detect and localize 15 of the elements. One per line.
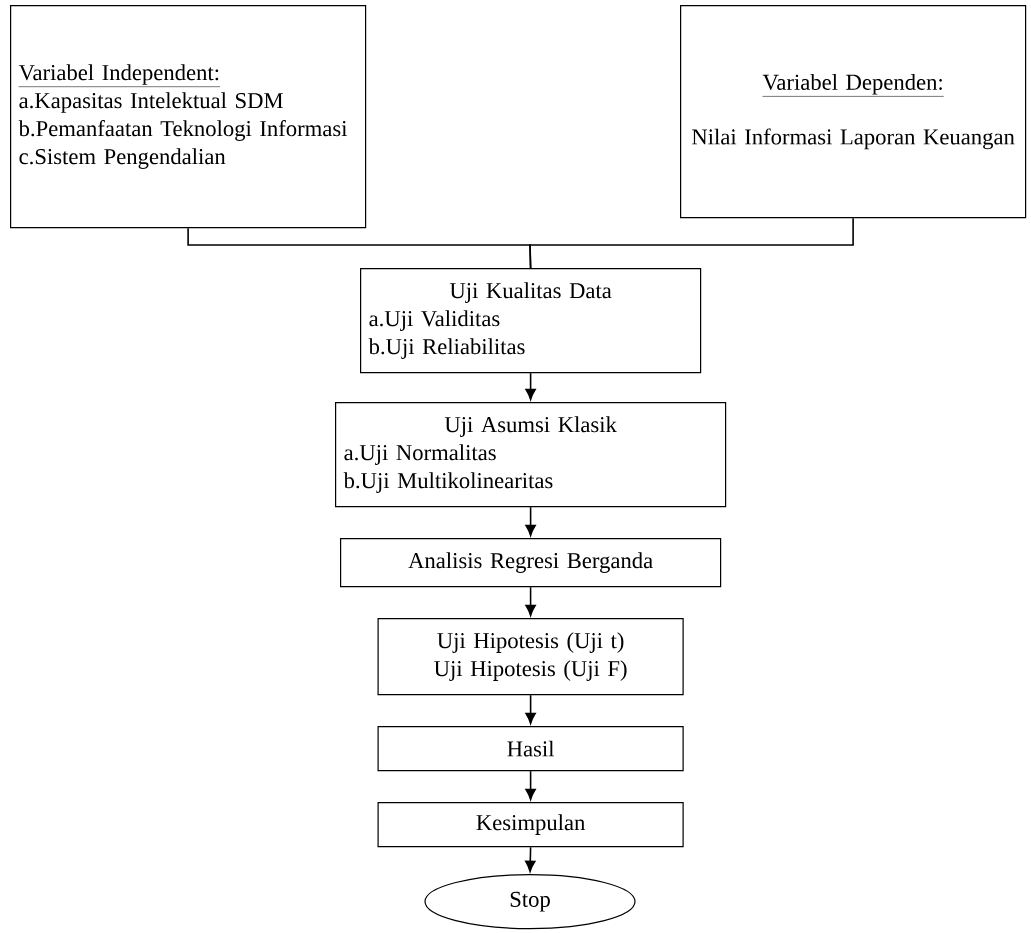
process-box: Analisis Regresi Berganda — [340, 538, 722, 588]
arrow — [525, 846, 536, 873]
process-box: Uji Kualitas Data a.Uji Validitas b.Uji Reliabilitas — [360, 268, 702, 374]
process-box: Hasil — [377, 726, 684, 772]
process-box: Uji Asumsi Klasik a.Uji Normalitas b.Uji Multikolinearitas — [335, 402, 727, 508]
arrow — [525, 694, 536, 724]
arrow — [525, 506, 536, 537]
arrow — [525, 372, 536, 401]
arrow — [525, 586, 536, 617]
connector-line — [529, 217, 854, 269]
process-box: Uji Hipotesis (Uji t) Uji Hipotesis (Uji F) — [377, 618, 684, 696]
arrow — [525, 770, 536, 801]
variable-box: Variabel Dependen: Nilai Informasi Laporan Keuangan — [680, 5, 1027, 219]
variable-box: Variabel Independent: a.Kapasitas Intelektual SDM b.Pemanfaatan Teknologi Informasi c.Sistem Pengendalian — [10, 5, 367, 229]
process-box: Kesimpulan — [377, 802, 684, 848]
